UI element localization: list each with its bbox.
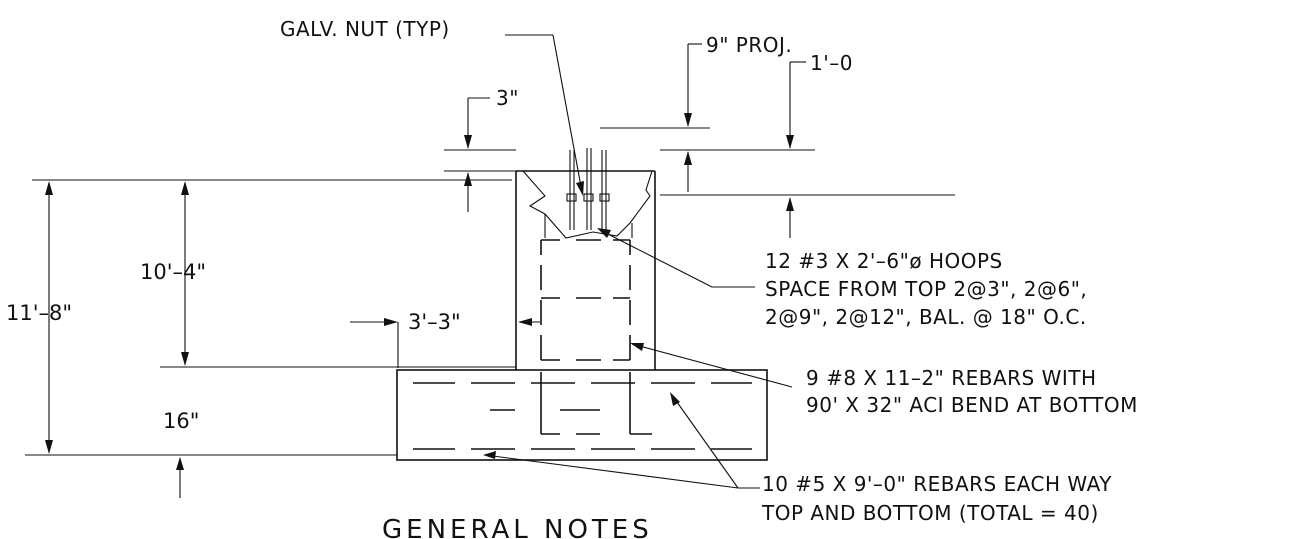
proj-label: 9" PROJ. xyxy=(706,33,792,57)
dim-16-line xyxy=(176,457,184,498)
dim-1-0-line xyxy=(786,61,806,238)
dim-16-label: 16" xyxy=(163,409,199,433)
dim-3-3-label: 3'–3" xyxy=(408,310,461,334)
dim-10-4-label: 10'–4" xyxy=(140,260,206,284)
one-foot-label: 1'–0 xyxy=(810,51,853,75)
hoops-note-line2: SPACE FROM TOP 2@3", 2@6", xyxy=(765,277,1087,301)
dim-11-8-line xyxy=(45,181,53,454)
dim-10-4-line xyxy=(181,181,189,366)
galv-nut-leader xyxy=(505,34,584,196)
dim-11-8-label: 11'–8" xyxy=(6,301,72,325)
dim-9-proj-line xyxy=(684,43,702,192)
dim-3-3-line xyxy=(350,318,540,368)
pier-rebars xyxy=(540,239,631,361)
rebar8-note-line1: 9 #8 X 11–2" REBARS WITH xyxy=(806,366,1097,390)
rebar5-note-line2: TOP AND BOTTOM (TOTAL = 40) xyxy=(761,501,1099,525)
hoops-note-line3: 2@9", 2@12", BAL. @ 18" O.C. xyxy=(765,305,1087,329)
three-inch-label: 3" xyxy=(496,86,519,110)
anchor-bolts xyxy=(566,148,610,230)
elevation-lines xyxy=(25,127,955,456)
hoops-leader xyxy=(597,228,755,288)
galv-nut-label: GALV. NUT (TYP) xyxy=(280,17,450,41)
rebar5-note-line1: 10 #5 X 9'–0" REBARS EACH WAY xyxy=(762,472,1112,496)
general-notes-heading: GENERAL NOTES xyxy=(382,515,653,539)
hoops-note-line1: 12 #3 X 2'–6"ø HOOPS xyxy=(765,249,1003,273)
pier-outline xyxy=(515,170,656,370)
rebar5-leader xyxy=(483,392,760,489)
footing-outline xyxy=(396,369,768,461)
rebar8-leader xyxy=(630,343,793,388)
rebar8-note-line2: 90' X 32" ACI BEND AT BOTTOM xyxy=(806,393,1138,417)
dim-3-inch-line xyxy=(464,97,490,212)
